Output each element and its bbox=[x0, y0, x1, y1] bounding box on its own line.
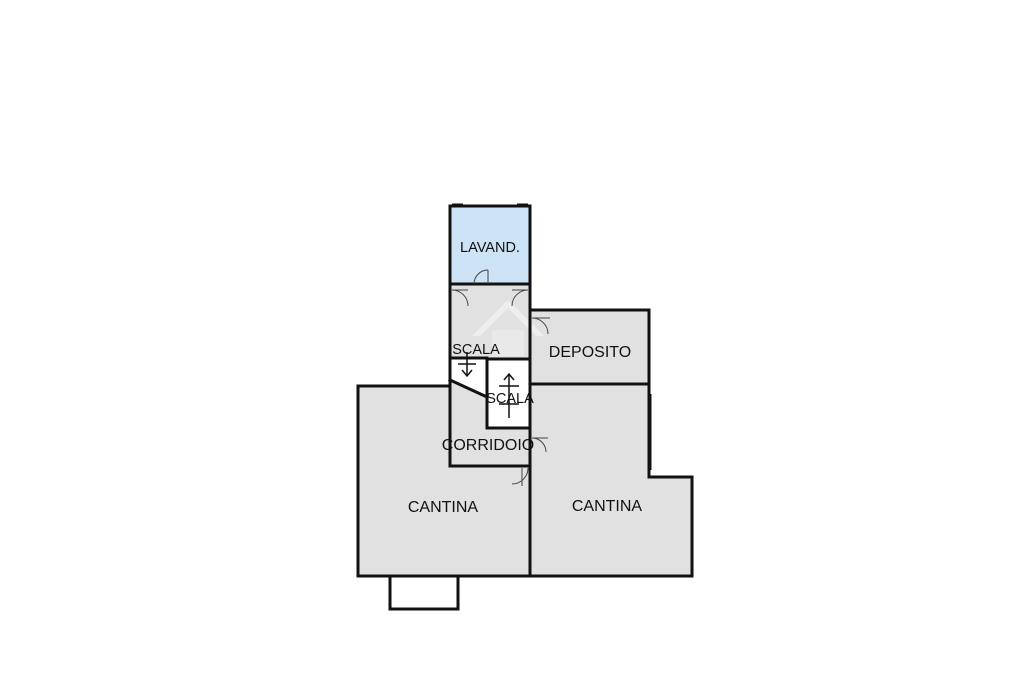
cellar-right-label: CANTINA bbox=[572, 498, 643, 515]
door-swing-icon bbox=[473, 269, 489, 285]
cellar-right-room bbox=[530, 384, 692, 576]
room-fills bbox=[358, 206, 692, 609]
room-labels: LAVAND. SCALA DEPOSITO SCALA CORRIDOIO C… bbox=[408, 240, 643, 516]
door-swing-icon bbox=[511, 467, 529, 486]
corridor-label: CORRIDOIO bbox=[442, 437, 534, 454]
laundry-walls bbox=[448, 204, 532, 286]
stair-1-diagonal bbox=[448, 378, 489, 399]
stair-1-label: SCALA bbox=[452, 342, 500, 358]
cellar-right-walls bbox=[528, 382, 694, 578]
stair-2-label: SCALA bbox=[486, 391, 534, 407]
storage-walls bbox=[528, 308, 651, 386]
laundry-label: LAVAND. bbox=[460, 240, 520, 256]
outdoor-step-walls bbox=[388, 574, 460, 611]
walls bbox=[356, 204, 694, 611]
outdoor-step bbox=[390, 576, 458, 609]
wall-details bbox=[452, 203, 652, 470]
door-swing-icon bbox=[531, 437, 548, 453]
house-watermark-icon bbox=[472, 300, 544, 356]
arrow-down-icon bbox=[458, 352, 476, 378]
cellar-left-label: CANTINA bbox=[408, 499, 479, 516]
door-swings bbox=[451, 269, 550, 486]
laundry-room bbox=[450, 206, 530, 284]
arrow-up-icon bbox=[499, 372, 519, 418]
door-swing-icon bbox=[511, 289, 529, 307]
door-swing-icon bbox=[531, 317, 550, 335]
stair-1-landing bbox=[450, 358, 487, 397]
door-swing-icon bbox=[451, 289, 469, 307]
storage-room bbox=[530, 310, 649, 384]
stair-1-walls bbox=[448, 356, 489, 399]
storage-label: DEPOSITO bbox=[549, 344, 631, 361]
